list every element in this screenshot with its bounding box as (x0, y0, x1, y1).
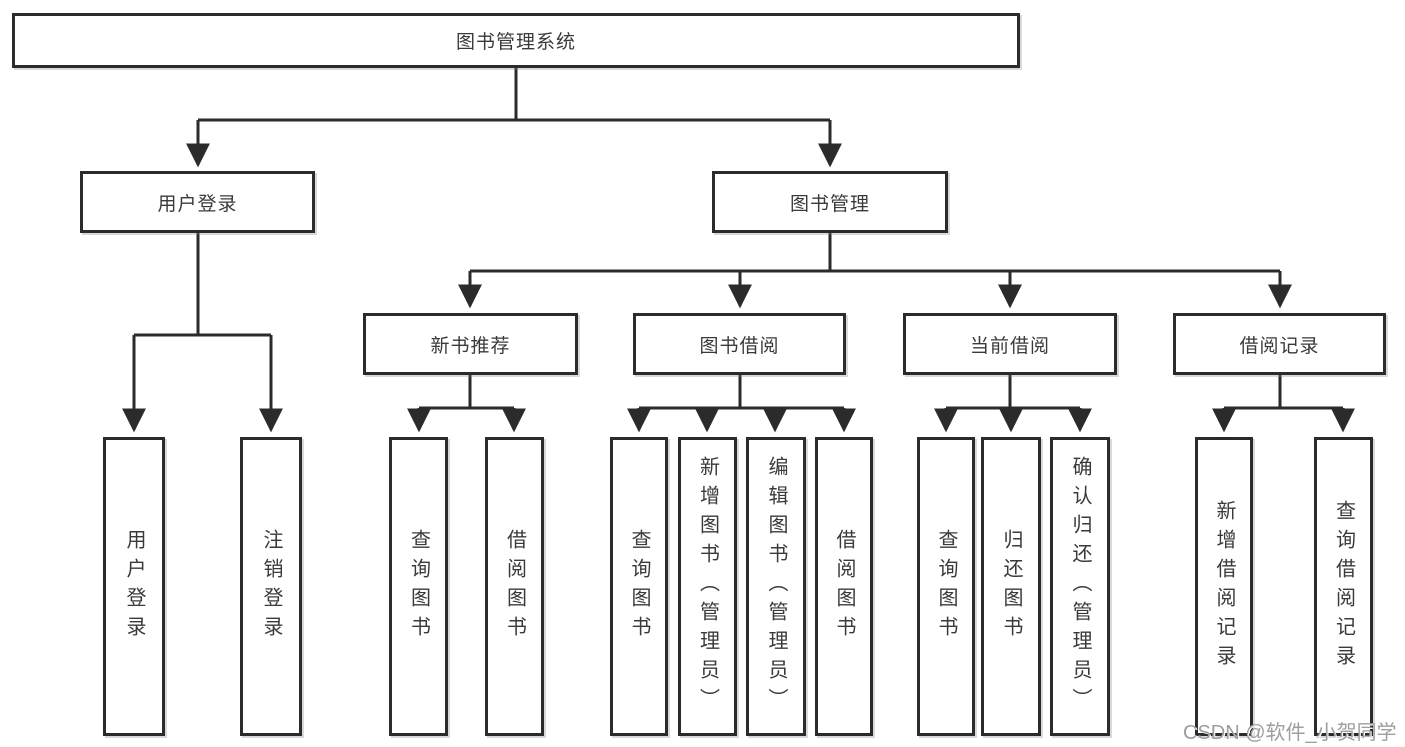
leaf-records-add-record: 新增借阅记录 (1195, 437, 1253, 736)
leaf-recommend-query-books: 查询图书 (389, 437, 448, 736)
leaf-borrowing-add-books: 新增图书（管理员） (678, 437, 737, 736)
leaf-logout: 注销登录 (240, 437, 302, 736)
tree-branch-rails (134, 68, 1343, 410)
leaf-user-login: 用户登录 (103, 437, 165, 736)
leaf-current-query-books: 查询图书 (917, 437, 975, 736)
node-root: 图书管理系统 (12, 13, 1020, 68)
node-book-management: 图书管理 (712, 171, 948, 233)
node-borrowing-records: 借阅记录 (1173, 313, 1386, 375)
node-user-login: 用户登录 (80, 171, 315, 233)
leaf-records-query-record: 查询借阅记录 (1314, 437, 1373, 736)
leaf-current-return-books: 归还图书 (981, 437, 1041, 736)
node-book-borrowing: 图书借阅 (633, 313, 846, 375)
leaf-borrowing-edit-books: 编辑图书（管理员） (746, 437, 806, 736)
leaf-recommend-borrow-books: 借阅图书 (485, 437, 544, 736)
node-new-book-recommend: 新书推荐 (363, 313, 578, 375)
leaf-borrowing-borrow-books: 借阅图书 (815, 437, 873, 736)
leaf-current-confirm-return: 确认归还（管理员） (1050, 437, 1110, 736)
csdn-watermark: CSDN @软件_小贺同学 (1183, 722, 1397, 744)
node-current-borrowing: 当前借阅 (903, 313, 1117, 375)
leaf-borrowing-query-books: 查询图书 (610, 437, 668, 736)
